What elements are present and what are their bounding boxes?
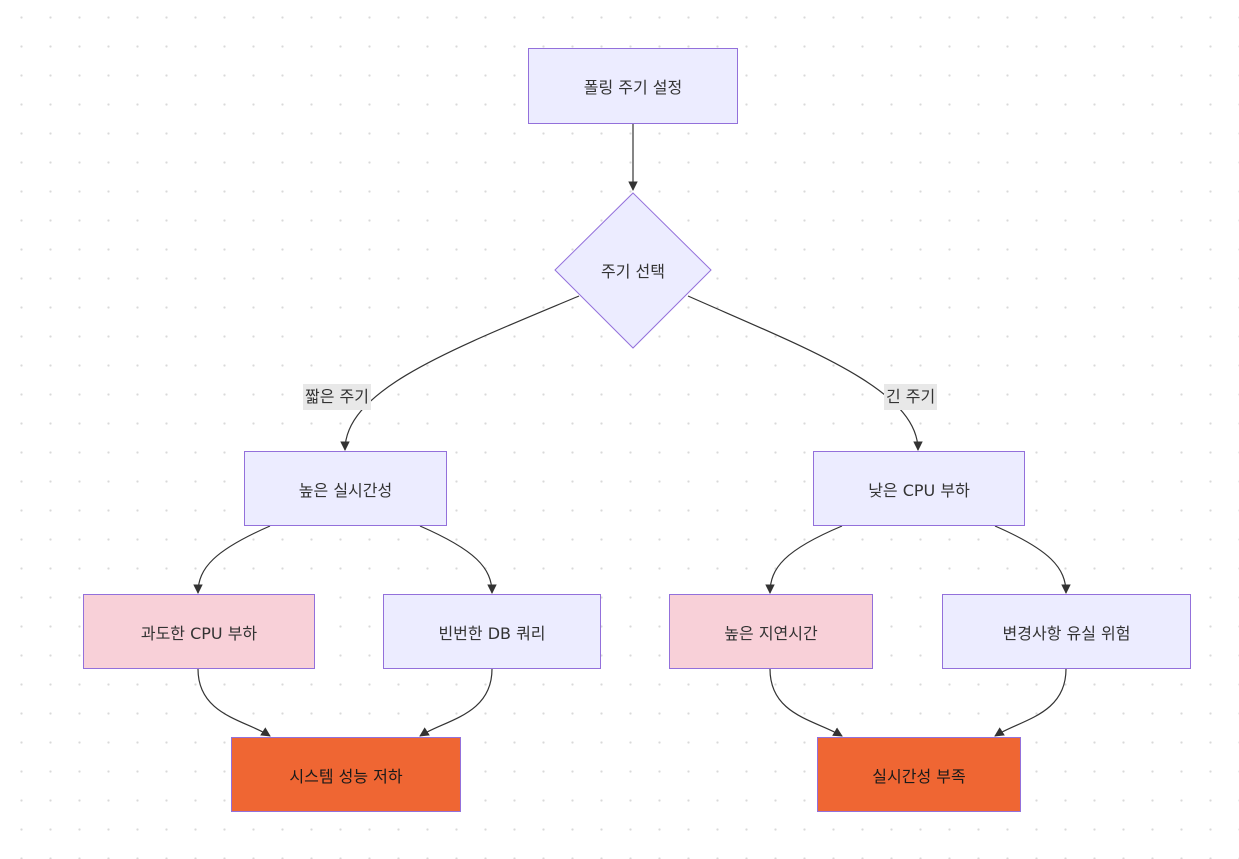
decision-diamond (554, 192, 712, 349)
edge-choice-to-high-realtime (340, 295, 580, 451)
edge-low-cpu-to-high-latency (765, 525, 843, 594)
node-realtime-lack: 실시간성 부족 (817, 737, 1021, 812)
node-frequent-db: 빈번한 DB 쿼리 (383, 594, 601, 669)
node-high-realtime: 높은 실시간성 (244, 451, 447, 526)
node-system-degrade: 시스템 성능 저하 (231, 737, 461, 812)
edge-label-long-interval: 긴 주기 (884, 384, 938, 410)
edge-excess-cpu-to-system-degrade (197, 668, 271, 737)
node-polling-setup: 폴링 주기 설정 (528, 48, 738, 124)
edge-change-loss-to-realtime-lack (994, 668, 1067, 737)
node-excess-cpu: 과도한 CPU 부하 (83, 594, 315, 669)
edge-high-latency-to-realtime-lack (769, 668, 843, 737)
edge-high-realtime-to-excess-cpu (193, 525, 271, 594)
edge-frequent-db-to-system-degrade (419, 668, 493, 737)
edge-label-short-interval: 짧은 주기 (303, 384, 371, 410)
node-interval-choice: 주기 선택 (601, 262, 665, 281)
edge-choice-to-low-cpu (687, 295, 923, 451)
node-change-loss: 변경사항 유실 위험 (942, 594, 1191, 669)
node-low-cpu: 낮은 CPU 부하 (813, 451, 1025, 526)
edge-low-cpu-to-change-loss (994, 525, 1071, 594)
edge-high-realtime-to-frequent-db (419, 525, 497, 594)
node-high-latency: 높은 지연시간 (669, 594, 873, 669)
